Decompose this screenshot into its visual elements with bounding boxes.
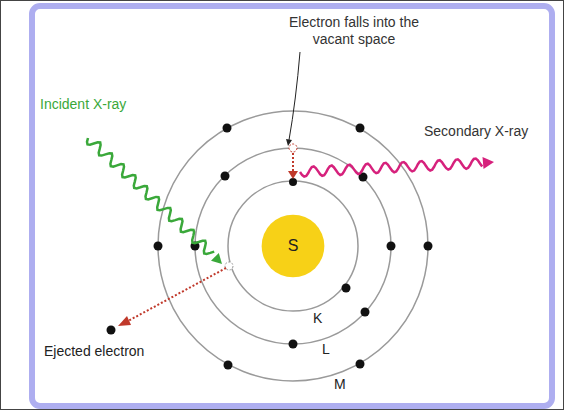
secondary-label: Secondary X-ray	[424, 123, 528, 140]
shell-label: L	[320, 341, 332, 358]
nucleus-circle: S	[261, 214, 325, 278]
ejected-label: Ejected electron	[44, 343, 144, 360]
incident-label: Incident X-ray	[40, 96, 126, 113]
shell-label: M	[332, 376, 348, 393]
callout-text: Electron falls into the vacant space	[276, 14, 432, 48]
nucleus-symbol: S	[261, 237, 325, 255]
shell-label: K	[311, 310, 324, 327]
